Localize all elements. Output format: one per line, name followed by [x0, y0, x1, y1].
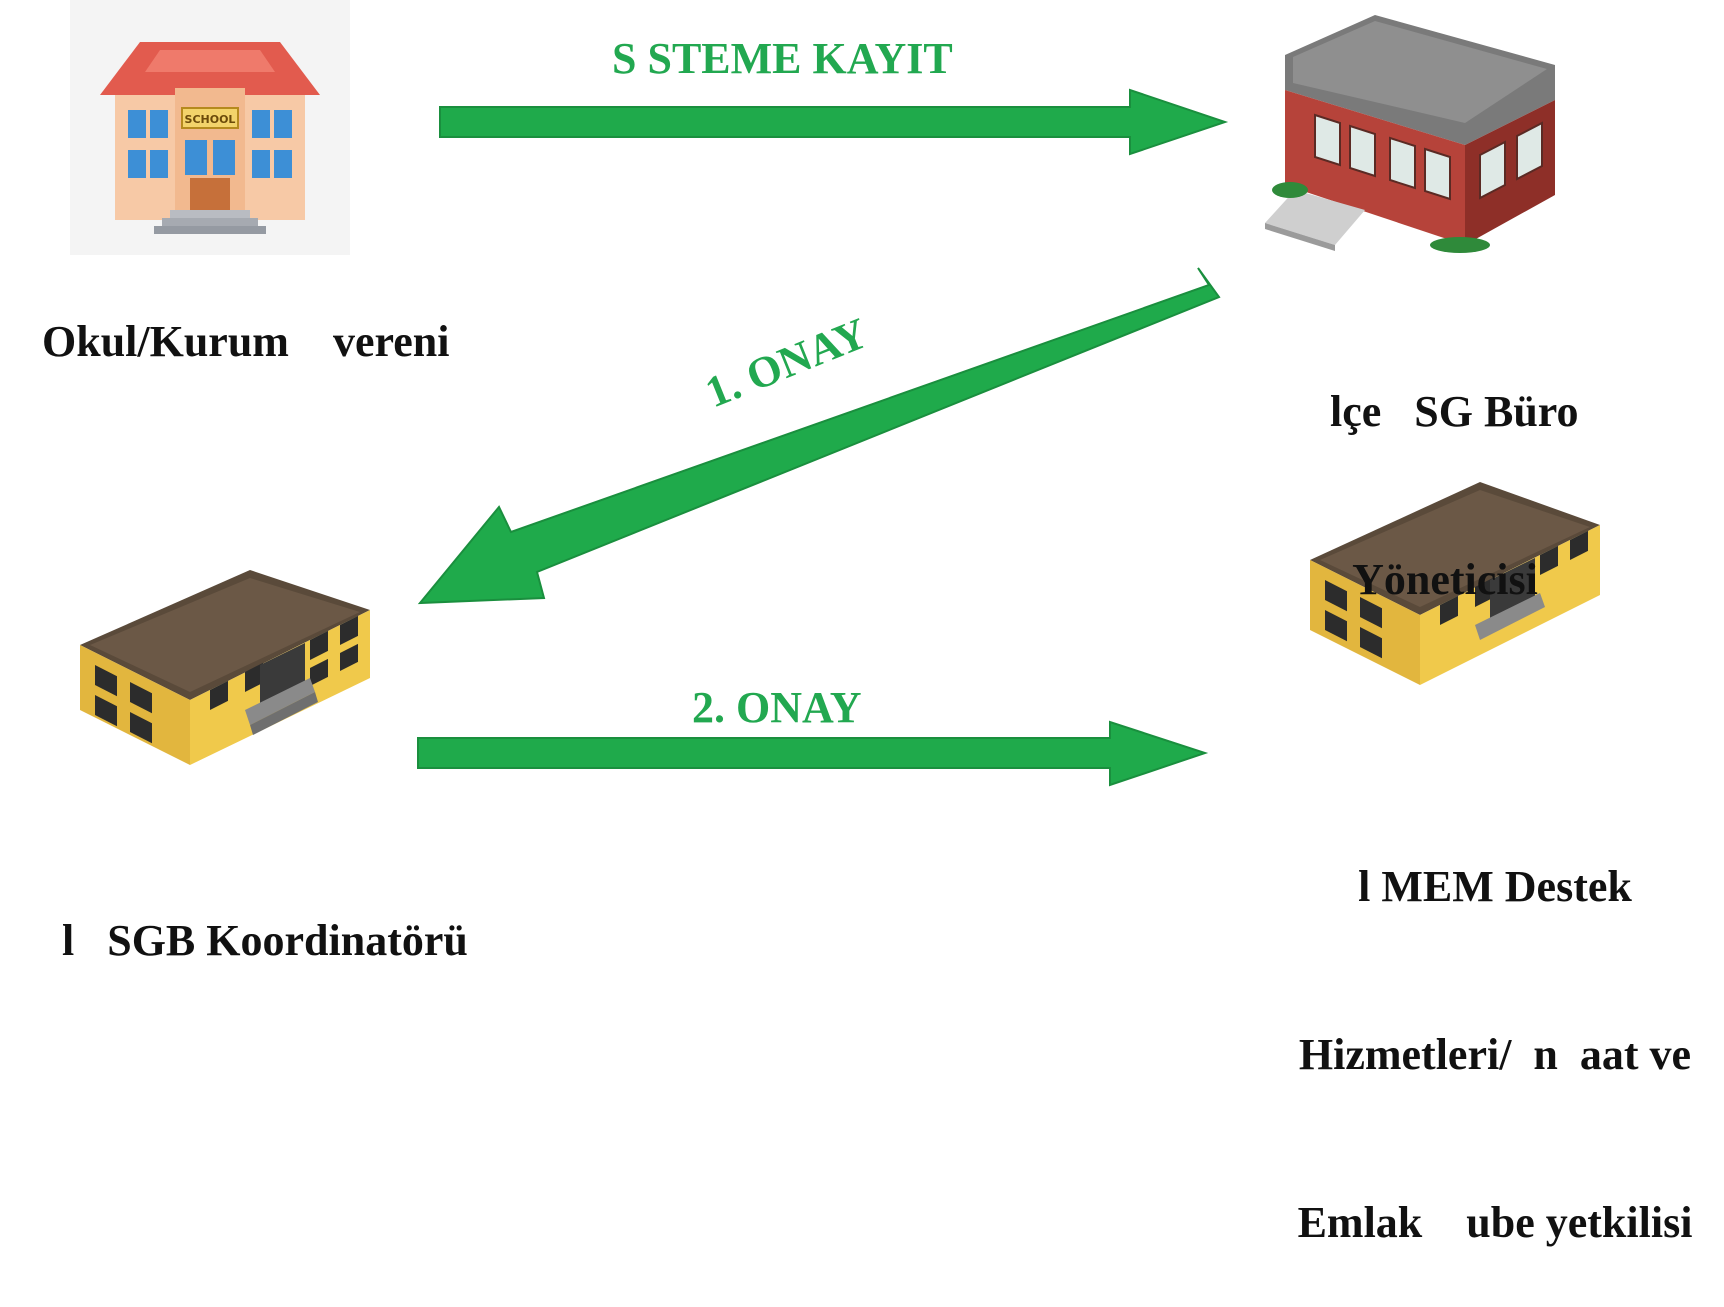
label-provincial-coord-line-1: l SGB Koordinatörü: [62, 916, 468, 965]
flow-label-onay2: 2. ONAY: [692, 683, 862, 732]
school-building-icon: SCHOOL: [70, 0, 350, 255]
label-school-line-1: Okul/Kurum vereni: [42, 317, 450, 366]
flow-arrows: [417, 88, 1229, 787]
flow-label-kayit: S STEME KAYIT: [612, 34, 953, 83]
label-district-line-2: Yöneticisi: [1352, 555, 1538, 604]
label-provincial-support-line-3: Emlak ube yetkilisi: [1297, 1198, 1693, 1247]
svg-text:SCHOOL: SCHOOL: [185, 113, 236, 126]
red-office-building-icon: [1265, 15, 1555, 253]
label-provincial-coord: l SGB Koordinatörü: [40, 857, 468, 969]
label-provincial-support: l MEM Destek Hizmetleri/ n aat ve Emlak …: [1285, 747, 1705, 1307]
label-district-line-1: lçe SG Büro: [1330, 387, 1579, 436]
arrow-kayit: [439, 88, 1229, 156]
label-provincial-support-line-1: l MEM Destek: [1358, 862, 1632, 911]
label-district: lçe SG Büro Yöneticisi: [1330, 272, 1579, 664]
label-provincial-support-line-2: Hizmetleri/ n aat ve: [1298, 1030, 1692, 1079]
yellow-school-building-icon: [80, 570, 370, 765]
arrow-onay2: [417, 720, 1209, 787]
yellow-school-building-icon-2: [1310, 482, 1600, 685]
label-school: Okul/Kurum vereni: [20, 258, 449, 370]
arrow-onay1: [417, 267, 1221, 605]
